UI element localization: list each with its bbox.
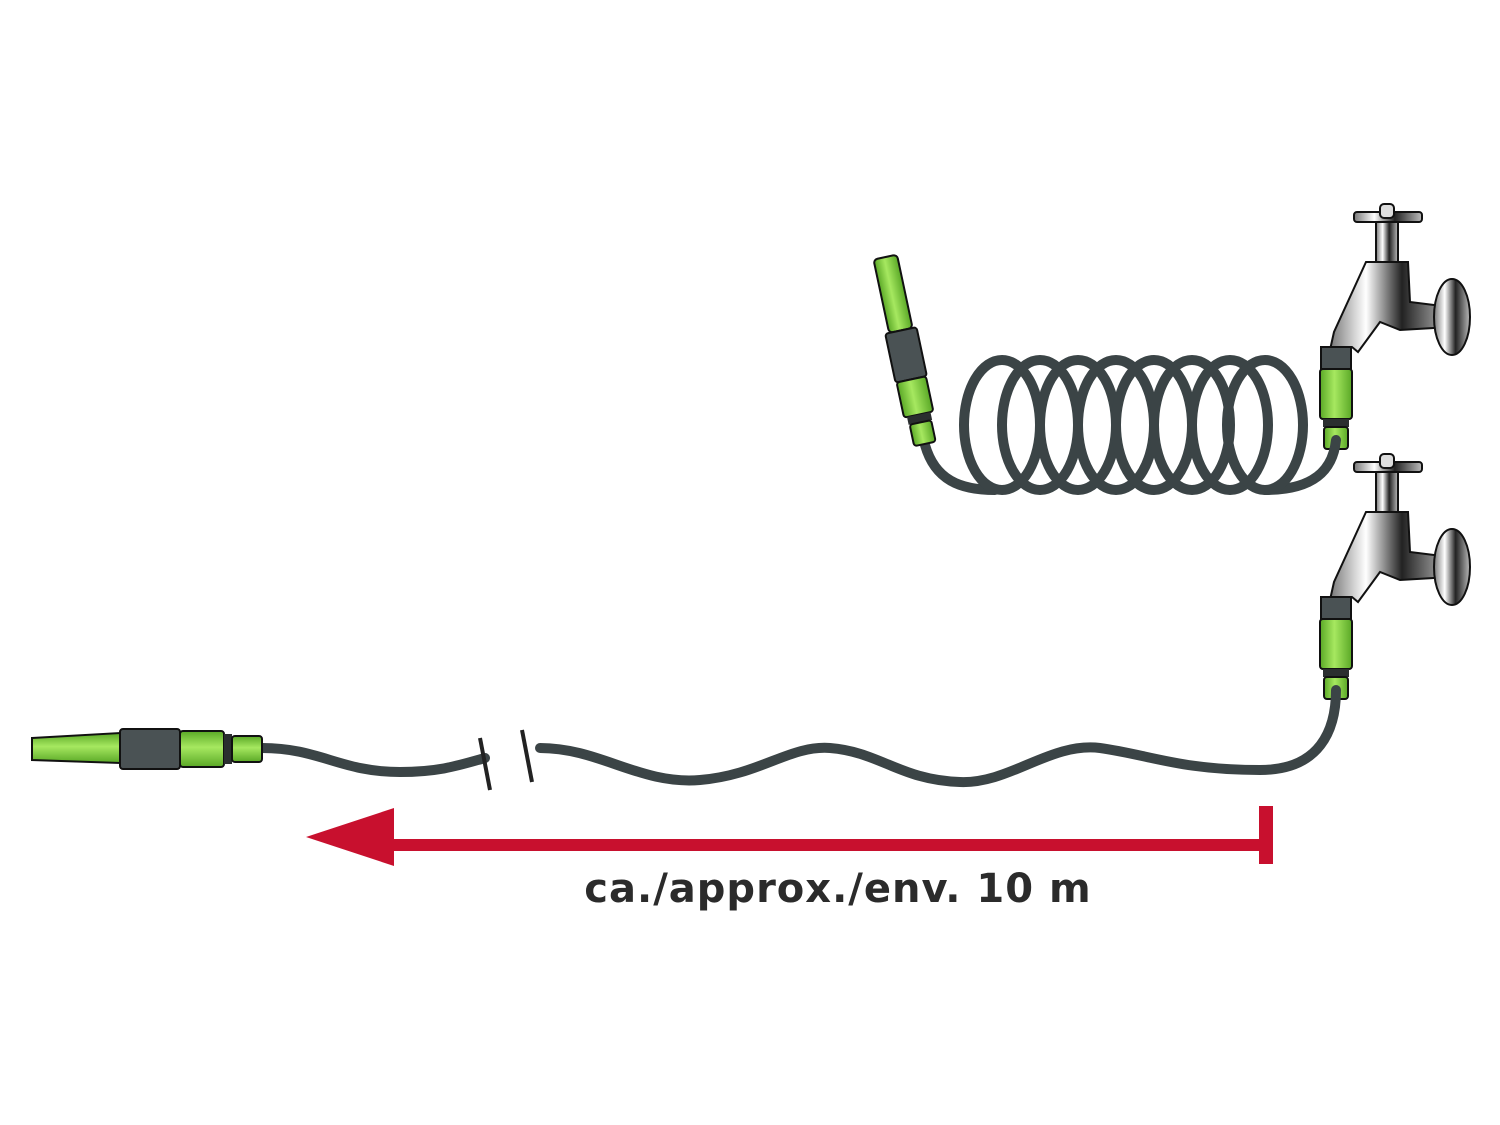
coiled-hose xyxy=(920,355,1341,495)
break-mark-right xyxy=(520,729,534,783)
lower-tap-icon xyxy=(1319,453,1471,700)
arrow-head-icon xyxy=(306,808,394,866)
lower-spray-nozzle-icon xyxy=(31,728,263,770)
length-arrow xyxy=(306,806,1273,866)
upper-tap-icon xyxy=(1319,203,1471,450)
break-mark-left xyxy=(478,737,492,791)
length-label: ca./approx./env. 10 m xyxy=(584,866,1092,912)
upper-spray-nozzle-icon xyxy=(873,254,937,447)
arrow-end-bar xyxy=(1259,806,1273,864)
extended-hose xyxy=(257,685,1341,791)
